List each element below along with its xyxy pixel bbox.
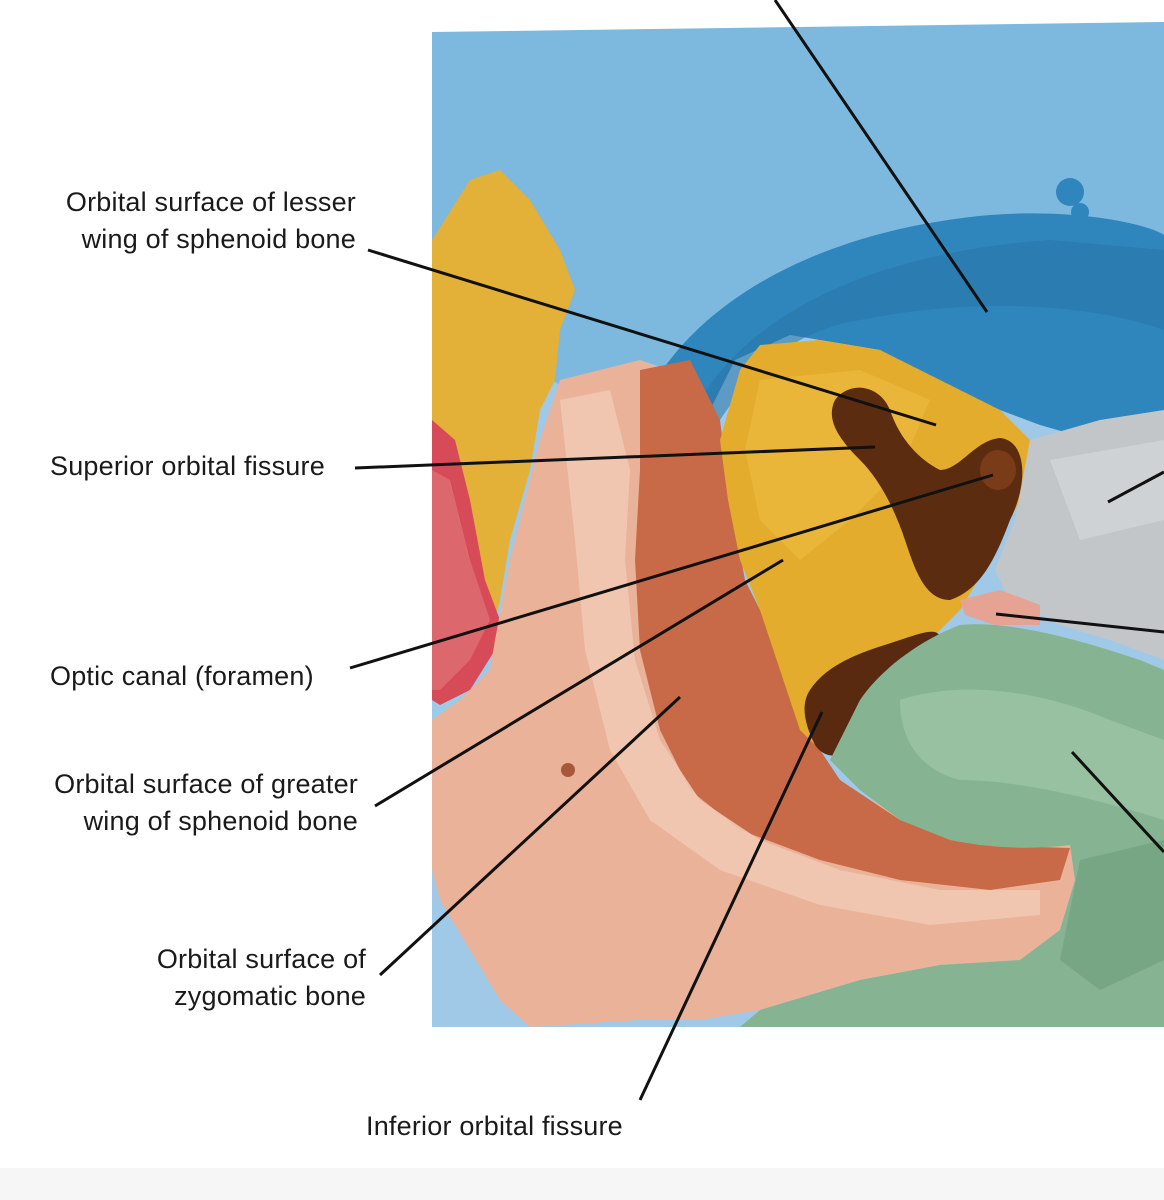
label-lesser-wing-line1: Orbital surface of lesser: [30, 184, 356, 221]
zygomatic-foramen: [561, 763, 575, 777]
label-inferior-fissure-line1: Inferior orbital fissure: [366, 1108, 623, 1145]
label-zygomatic-line2: zygomatic bone: [100, 978, 366, 1015]
label-optic-canal: Optic canal (foramen): [50, 658, 314, 695]
label-greater-wing-line2: wing of sphenoid bone: [20, 803, 358, 840]
label-superior-fissure-line1: Superior orbital fissure: [50, 448, 325, 485]
label-optic-canal-line1: Optic canal (foramen): [50, 658, 314, 695]
bottom-strip: [0, 1168, 1164, 1200]
label-greater-wing: Orbital surface of greater wing of sphen…: [20, 766, 358, 840]
label-zygomatic-line1: Orbital surface of: [100, 941, 366, 978]
optic-canal-hole: [980, 450, 1016, 490]
label-lesser-wing: Orbital surface of lesser wing of spheno…: [30, 184, 356, 258]
frontal-knob: [1056, 178, 1084, 206]
label-greater-wing-line1: Orbital surface of greater: [20, 766, 358, 803]
label-superior-orbital-fissure: Superior orbital fissure: [50, 448, 325, 485]
label-zygomatic-surface: Orbital surface of zygomatic bone: [100, 941, 366, 1015]
label-lesser-wing-line2: wing of sphenoid bone: [30, 221, 356, 258]
label-inferior-orbital-fissure: Inferior orbital fissure: [366, 1108, 623, 1145]
